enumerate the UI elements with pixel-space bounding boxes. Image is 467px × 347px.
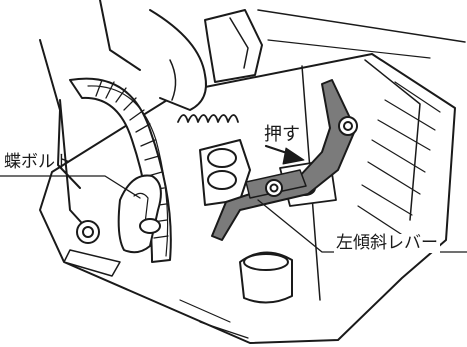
left-bevel-lever [211, 79, 358, 241]
front-block [239, 251, 293, 304]
wing-bolt-label: 蝶ボルト [4, 152, 72, 172]
push-label: 押す [264, 124, 300, 145]
left-bevel-lever-label: 左傾斜レバー [334, 233, 440, 253]
spring [177, 114, 239, 123]
front-knob [63, 220, 121, 277]
motor-housing [39, 0, 466, 189]
push-arrowhead-icon [282, 147, 305, 165]
wing-bolt [117, 174, 162, 254]
wing-bolt-leader [0, 175, 141, 199]
